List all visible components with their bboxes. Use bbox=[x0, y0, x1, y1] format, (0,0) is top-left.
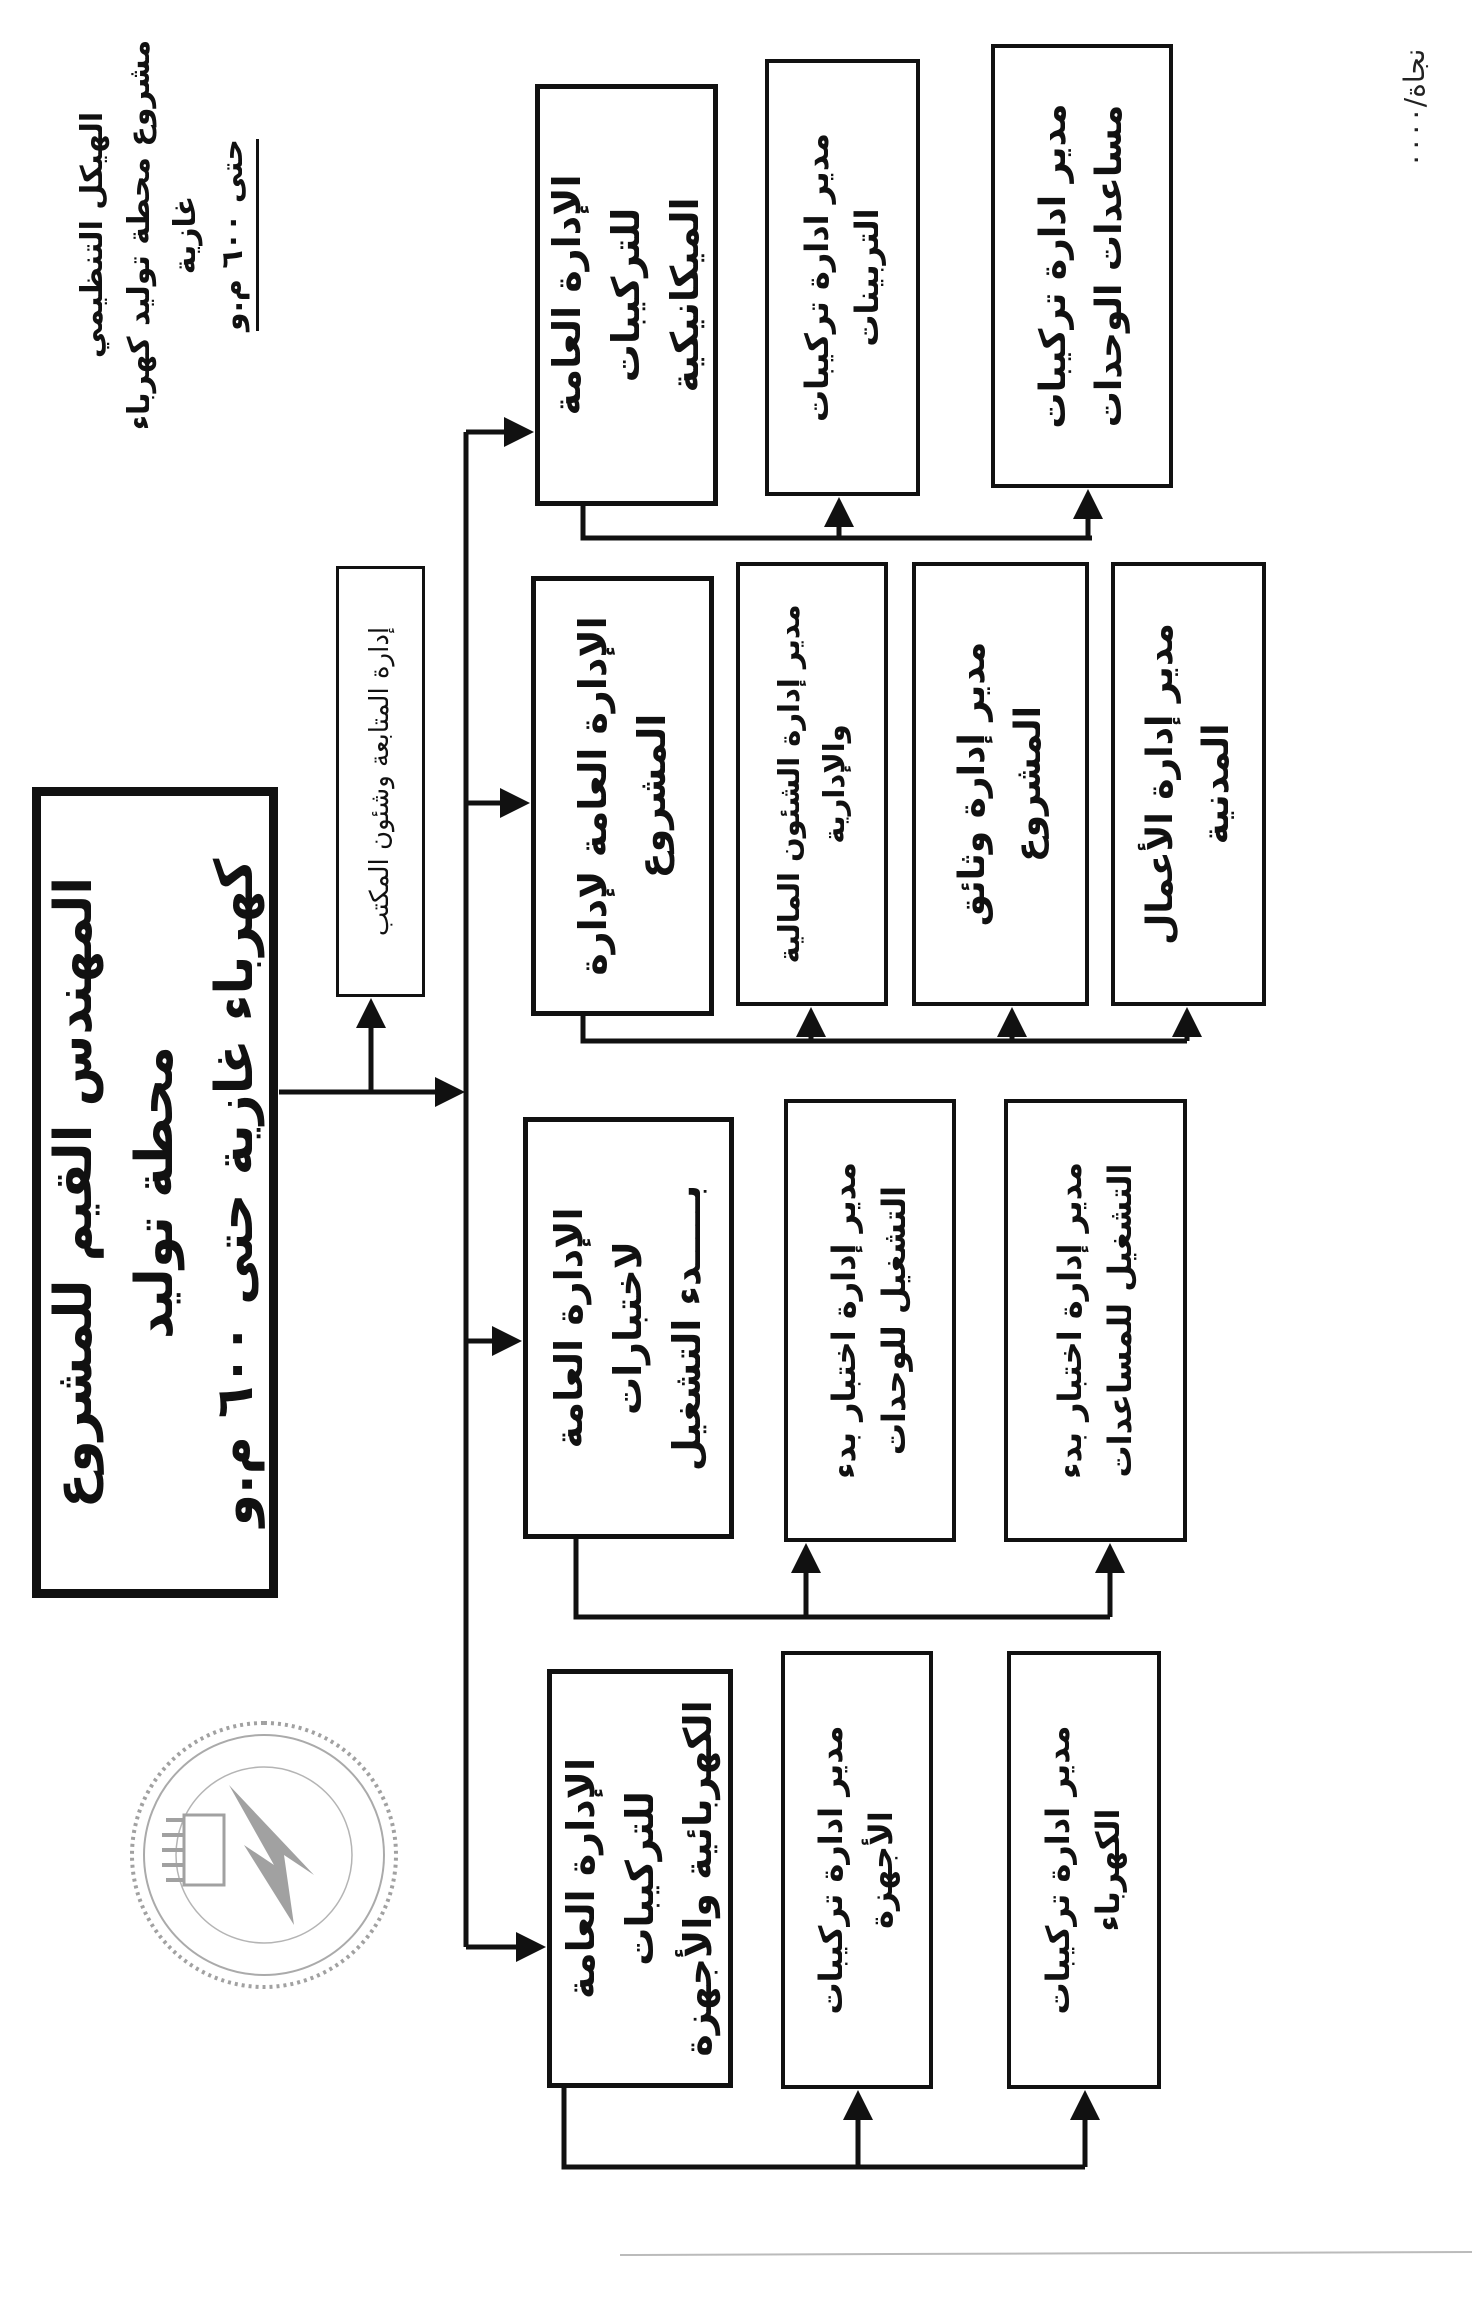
box-line: مدير ادارة تركيبات bbox=[1039, 1725, 1078, 2015]
project-gm-box: الإدارة العامة لإدارة المشروع bbox=[531, 576, 714, 1016]
aux-units-manager-box: مدير ادارة تركيبات مساعدات الوحدات bbox=[991, 44, 1173, 488]
page-number: نجاة/٠٠٠٠ bbox=[1398, 48, 1431, 168]
electricity-manager-box: مدير ادارة تركيبات الكهرباء bbox=[1007, 1651, 1161, 2089]
box-line: مدير إدارة وثائق bbox=[951, 641, 993, 927]
financial-admin-manager-box: مدير إدارة الشئون المالية والإدارية bbox=[736, 562, 888, 1006]
documents-manager-box: مدير إدارة وثائق المشروع bbox=[912, 562, 1089, 1006]
box-line: مدير ادارة تركيبات bbox=[1033, 103, 1075, 429]
box-line: مساعدات الوحدات bbox=[1089, 104, 1130, 428]
page-bottom-rule bbox=[619, 2251, 1472, 2256]
box-line: الإدارة العامة لإدارة bbox=[570, 616, 615, 976]
box-line: كهرباء غازية حتى ٦٠٠ م.و bbox=[205, 858, 266, 1527]
commissioning-gm-box: الإدارة العامة لاختبارات بـــــدء التشغي… bbox=[523, 1117, 734, 1539]
devices-manager-box: مدير ادارة تركيبات الأجهزة bbox=[781, 1651, 933, 2089]
box-line: التربينات bbox=[847, 208, 886, 347]
box-line: التشغيل للوحدات bbox=[875, 1185, 913, 1456]
box-line: الإدارة العامة للتركيبات bbox=[558, 1758, 662, 1999]
box-line: مدير إدارة اختبار بدء bbox=[825, 1162, 864, 1479]
units-commissioning-manager-box: مدير إدارة اختبار بدء التشغيل للوحدات bbox=[784, 1099, 956, 1542]
box-line: مدير إدارة الشئون المالية bbox=[772, 604, 807, 964]
box-line: المشروع bbox=[1007, 706, 1049, 862]
project-group-connector bbox=[580, 1016, 1187, 1044]
title-line-2: مشروع محطة توليد كهرباء غازية bbox=[121, 39, 204, 431]
box-line: الأجهزة bbox=[862, 1811, 900, 1929]
box-line: المهندس القيم للمشروع محطة توليد bbox=[44, 876, 185, 1509]
box-line: مدير ادارة تركيبات bbox=[797, 133, 836, 422]
company-seal-lightning-icon bbox=[130, 1721, 398, 1989]
chart-title: الهيكل التنظيمي مشروع محطة توليد كهرباء … bbox=[70, 15, 259, 455]
box-line: مدير إدارة الأعمال bbox=[1139, 623, 1181, 945]
follow-up-office-box: إدارة المتابعة وشئون المكتب bbox=[336, 566, 425, 997]
electrical-group-connector bbox=[561, 2088, 1085, 2170]
box-line: الكهربائية والأجهزة bbox=[676, 1700, 721, 2057]
commissioning-group-connector bbox=[573, 1539, 1110, 1620]
box-line: مدير إدارة اختبار بدء bbox=[1050, 1162, 1089, 1479]
electrical-gm-box: الإدارة العامة للتركيبات الكهربائية والأ… bbox=[547, 1669, 733, 2088]
box-line: والإدارية bbox=[817, 724, 851, 844]
box-line: الإدارة العامة للتركيبات bbox=[545, 174, 649, 416]
box-line: الميكانيكية bbox=[662, 197, 707, 393]
title-line-3: حتى ٦٠٠ م.و bbox=[209, 138, 259, 332]
box-line: المشروع bbox=[629, 713, 674, 879]
civil-works-manager-box: مدير إدارة الأعمال المدنية bbox=[1111, 562, 1266, 1006]
box-line: بـــــدء التشغيل bbox=[664, 1184, 709, 1472]
box-line: المدنية bbox=[1195, 723, 1237, 845]
box-line: إدارة المتابعة وشئون المكتب bbox=[365, 626, 396, 937]
box-line: الإدارة العامة لاختبارات bbox=[547, 1207, 651, 1449]
title-line-1: الهيكل التنظيمي bbox=[75, 111, 110, 359]
aux-commissioning-manager-box: مدير إدارة اختبار بدء التشغيل للمساعدات bbox=[1004, 1099, 1187, 1542]
mechanical-gm-box: الإدارة العامة للتركيبات الميكانيكية bbox=[535, 84, 718, 506]
box-line: مدير ادارة تركيبات bbox=[812, 1725, 851, 2015]
turbines-manager-box: مدير ادارة تركيبات التربينات bbox=[765, 59, 920, 496]
project-engineer-box: المهندس القيم للمشروع محطة توليد كهرباء … bbox=[32, 787, 278, 1598]
mechanical-group-connector bbox=[580, 506, 1092, 541]
box-line: التشغيل للمساعدات bbox=[1100, 1163, 1139, 1478]
box-line: الكهرباء bbox=[1089, 1808, 1127, 1932]
